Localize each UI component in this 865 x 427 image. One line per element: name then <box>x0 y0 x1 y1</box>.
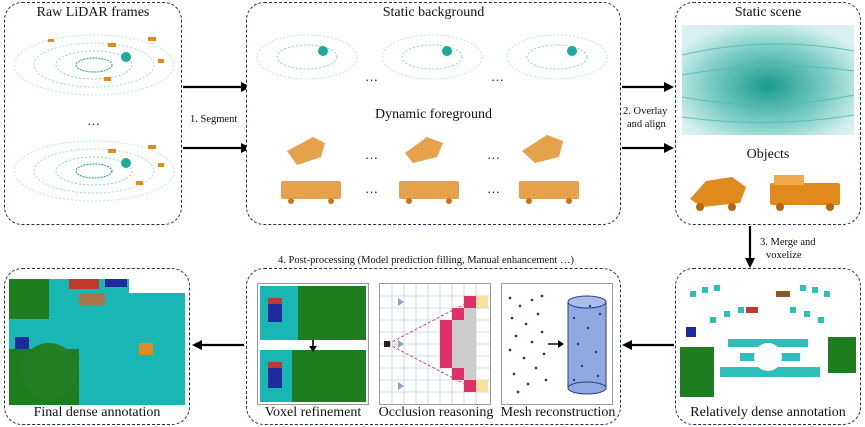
step-overlay-label-2: and align <box>627 119 666 130</box>
static-background-frames <box>256 34 608 80</box>
mesh-reconstruction-figure <box>501 283 613 405</box>
arrow-scene-to-dense <box>745 226 755 268</box>
step-merge-label-2: voxelize <box>766 250 802 261</box>
occlusion-reasoning-caption: Occlusion reasoning <box>378 405 494 420</box>
arrow-post-to-final <box>192 340 244 350</box>
panel-post-processing: Voxel refinement Occlusion reasoning Mes… <box>246 268 621 425</box>
mesh-reconstruction-caption: Mesh reconstruction <box>500 405 616 420</box>
raw-lidar-title: Raw LiDAR frames <box>36 5 150 20</box>
objects-figure <box>690 175 840 211</box>
final-annotation-view <box>9 279 185 405</box>
dense-annotation-view <box>680 285 856 397</box>
voxel-refinement-caption: Voxel refinement <box>264 405 362 420</box>
arrow-raw-to-static-bottom <box>183 143 251 153</box>
dynamic-foreground-objects <box>281 135 579 204</box>
step-overlay-label-1: 2. Overlay <box>623 106 668 117</box>
panel-raw-lidar-frames: Raw LiDAR frames … <box>4 2 182 225</box>
objects-title: Objects <box>746 147 790 162</box>
post-processing-title: 4. Post-processing (Model prediction fil… <box>278 255 574 266</box>
arrow-static-to-scene-top <box>622 82 674 92</box>
arrow-dense-to-post <box>622 340 674 350</box>
fg-ellipsis-4: … <box>487 181 501 196</box>
arrow-static-to-scene-bottom <box>622 143 674 153</box>
step-segment-label: 1. Segment <box>190 114 238 125</box>
static-bg-ellipsis-1: … <box>365 69 379 84</box>
occlusion-reasoning-figure <box>379 283 491 405</box>
fg-ellipsis-3: … <box>365 181 379 196</box>
voxel-refinement-figure <box>257 283 369 405</box>
raw-ellipsis: … <box>87 113 101 128</box>
final-dense-title: Final dense annotation <box>33 405 161 420</box>
dense-annotation-title: Relatively dense annotation <box>690 405 846 420</box>
static-bg-ellipsis-2: … <box>491 69 505 84</box>
panel-static-dynamic: Static background … … Dynamic foreground <box>246 2 621 225</box>
panel-static-scene: Static scene Objects <box>675 2 861 225</box>
step-merge-label-1: 3. Merge and <box>760 237 816 248</box>
raw-frame-2 <box>13 140 175 202</box>
arrow-raw-to-static-top <box>183 82 251 92</box>
static-scene-title: Static scene <box>734 5 802 20</box>
fg-ellipsis-1: … <box>365 147 379 162</box>
panel-relatively-dense: Relatively dense annotation <box>675 268 861 425</box>
raw-frame-1 <box>13 34 175 96</box>
static-scene-map <box>681 25 855 135</box>
fg-ellipsis-2: … <box>487 147 501 162</box>
dynamic-foreground-title: Dynamic foreground <box>374 107 493 122</box>
panel-final-dense: Final dense annotation <box>4 268 190 425</box>
static-background-title: Static background <box>382 5 485 20</box>
